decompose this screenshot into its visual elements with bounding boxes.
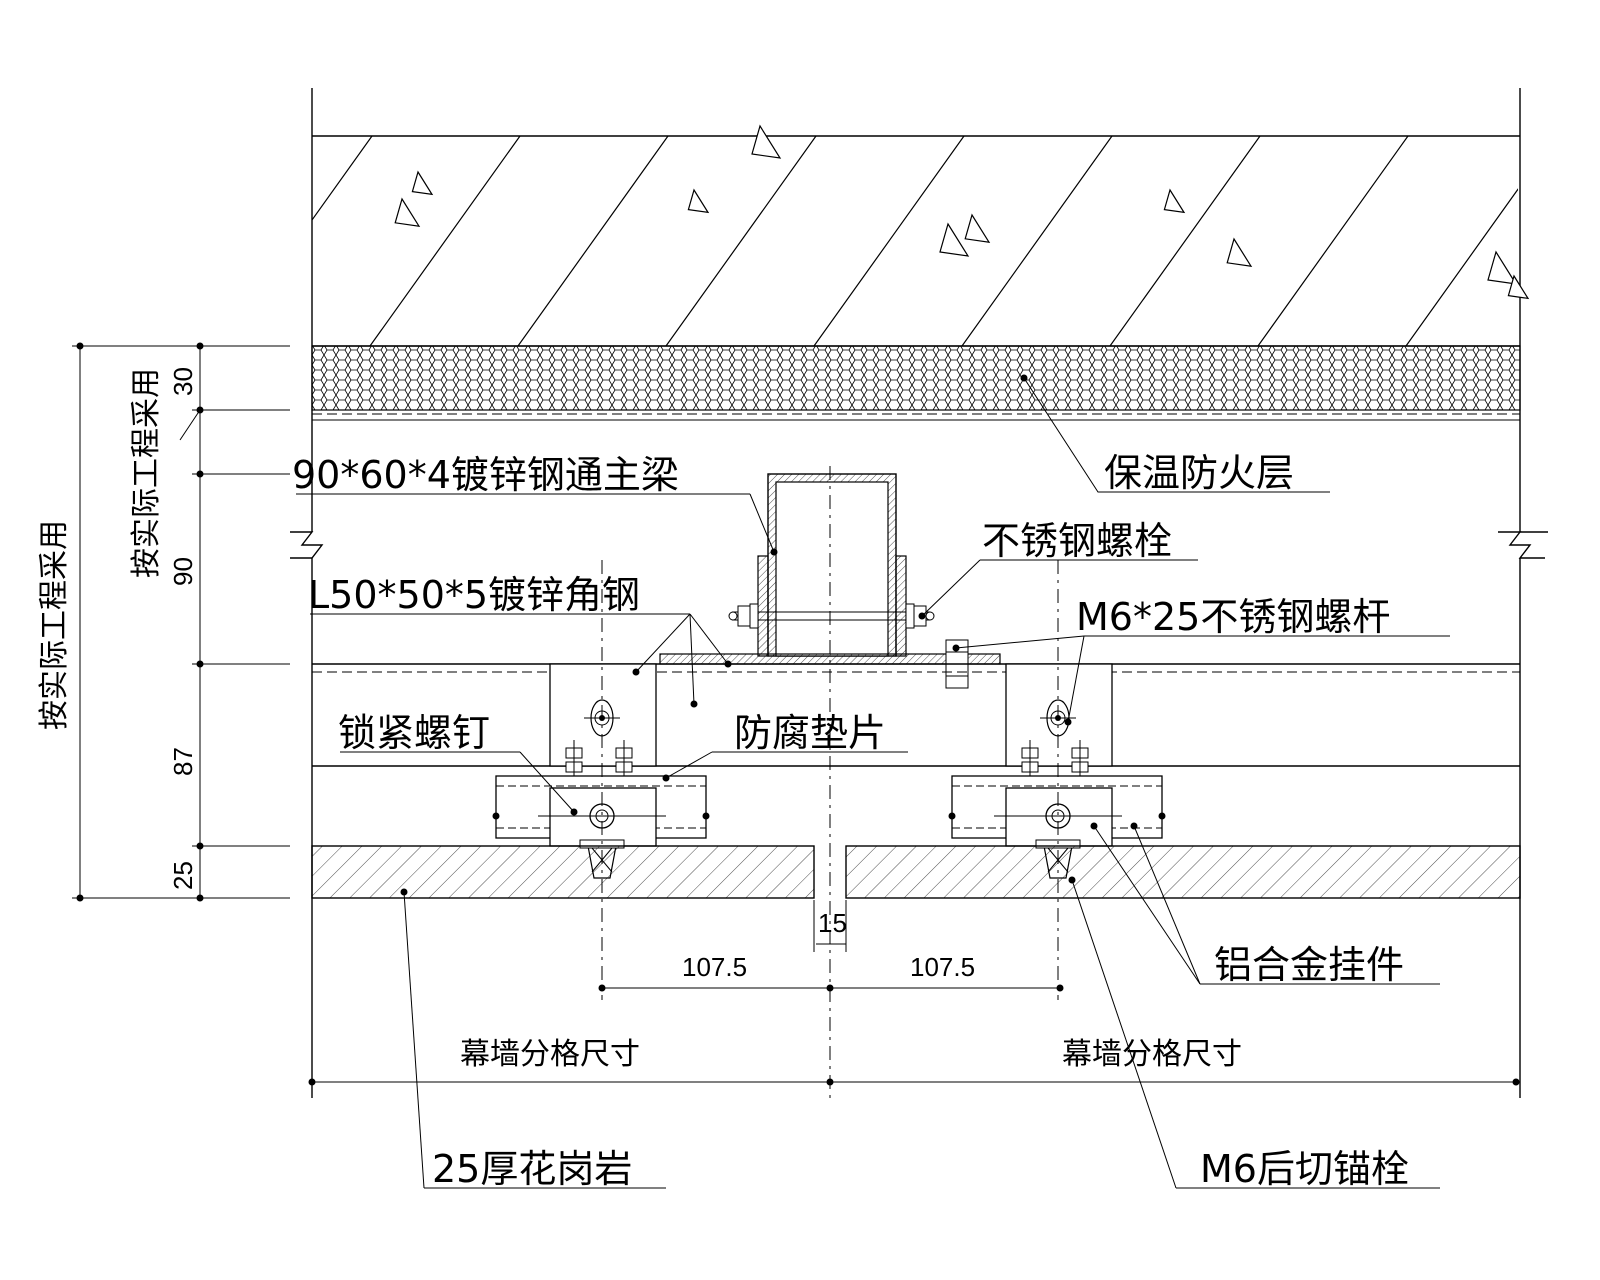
labels: 保温防火层 90*60*4镀锌钢通主梁 不锈钢螺栓 L50*50*5镀锌角钢 M… xyxy=(292,451,1409,1191)
label-m6-anchor: M6后切锚栓 xyxy=(1200,1147,1409,1191)
grid-dim-right: 幕墙分格尺寸 xyxy=(1062,1037,1242,1072)
aggregate-triangle xyxy=(751,124,782,159)
leaders xyxy=(296,374,1450,1189)
left-dimension-chain: 按实际工程采用 按实际工程采用 30 90 87 25 xyxy=(37,342,290,902)
hanger-assemblies xyxy=(492,663,1166,879)
dim-107-5-left: 107.5 xyxy=(682,952,747,982)
label-lock-screw: 锁紧螺钉 xyxy=(338,711,490,755)
label-granite: 25厚花岗岩 xyxy=(432,1147,632,1191)
hanger-assembly xyxy=(948,663,1166,879)
label-main-beam: 90*60*4镀锌钢通主梁 xyxy=(292,453,679,497)
aggregate-triangle xyxy=(939,222,970,257)
inner-dim-label: 按实际工程采用 xyxy=(129,368,164,578)
dim-gap-15: 15 xyxy=(818,908,847,938)
insulation-layer xyxy=(311,345,1521,421)
aggregate-triangle xyxy=(1226,237,1253,267)
aggregate-triangle xyxy=(1507,274,1530,300)
label-m6-rod: M6*25不锈钢螺杆 xyxy=(1076,595,1390,639)
dim-87: 87 xyxy=(168,747,198,776)
dim-107-5-right: 107.5 xyxy=(910,952,975,982)
drawing-frame xyxy=(311,88,1521,1098)
main-steel-beam xyxy=(767,473,897,657)
outer-dim-label: 按实际工程采用 xyxy=(37,520,72,730)
label-angle-steel: L50*50*5镀锌角钢 xyxy=(308,573,640,617)
label-ss-bolt: 不锈钢螺栓 xyxy=(982,519,1172,563)
label-alu-hanger: 铝合金挂件 xyxy=(1214,943,1404,987)
dim-30: 30 xyxy=(168,367,198,396)
dim-90: 90 xyxy=(168,557,198,586)
secondary-rail xyxy=(312,663,1520,767)
label-anti-corrosion-pad: 防腐垫片 xyxy=(734,711,886,755)
axis-lines xyxy=(601,466,1059,1100)
hanger-assembly xyxy=(492,663,710,879)
aggregate-triangle xyxy=(1487,250,1518,285)
aggregate-triangle xyxy=(1163,188,1186,214)
aggregate-triangle xyxy=(687,188,710,214)
concrete-wall xyxy=(312,124,1530,347)
dim-25: 25 xyxy=(168,861,198,890)
aggregate-triangle xyxy=(411,170,434,196)
bottom-dimension-chain: 15 107.5 107.5 幕墙分格尺寸 幕墙分格尺寸 xyxy=(308,900,1520,1086)
aggregate-triangle xyxy=(964,213,991,243)
aggregate-triangle xyxy=(394,197,421,227)
granite-panels xyxy=(311,845,1521,899)
grid-dim-left: 幕墙分格尺寸 xyxy=(460,1037,640,1072)
break-lines xyxy=(290,531,1548,559)
label-insulation: 保温防火层 xyxy=(1104,451,1294,495)
